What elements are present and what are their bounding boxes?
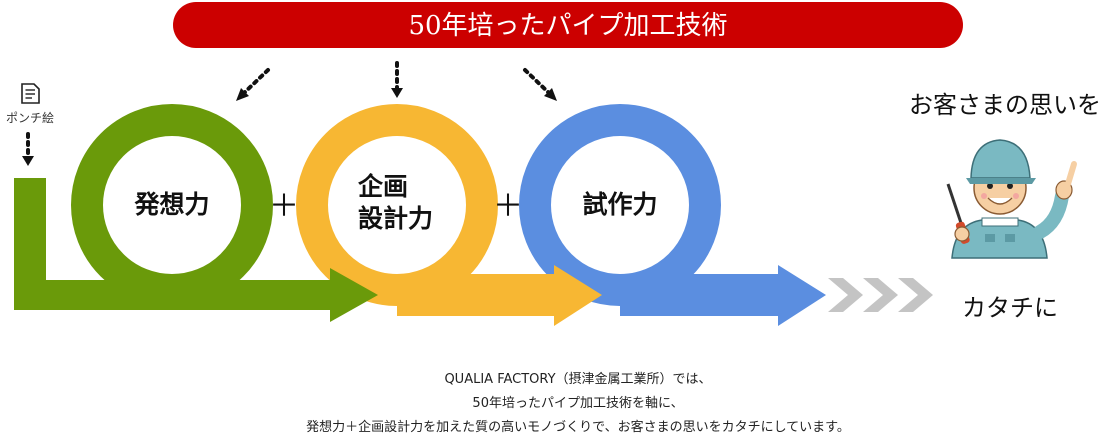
chevron-right-icon xyxy=(828,278,863,312)
arrow-yellow xyxy=(397,265,602,326)
arrow-blue xyxy=(620,265,826,326)
arrow-green xyxy=(14,178,378,322)
caption-line-1: QUALIA FACTORY（摂津金属工業所）では、 xyxy=(444,371,711,387)
chevrons xyxy=(828,278,933,312)
flow-yellow xyxy=(296,104,602,326)
dotted-arrow-to-ring-3 xyxy=(523,68,557,101)
caption-line-3: 発想力＋企画設計力を加えた質の高いモノづくりで、お客さまの思いをカタチにしていま… xyxy=(306,419,850,435)
caption: QUALIA FACTORY（摂津金属工業所）では、 50年培ったパイプ加工技術… xyxy=(306,371,850,435)
chevron-right-icon xyxy=(863,278,898,312)
flow-green xyxy=(14,104,378,322)
plus-sign-1: ＋ xyxy=(269,189,299,224)
banner-dotted-arrows xyxy=(236,61,557,101)
dotted-arrow-to-ring-1 xyxy=(236,68,270,101)
result-bottom-text: カタチに xyxy=(962,294,1058,322)
dotted-arrow-to-ring-2 xyxy=(391,61,403,98)
document-icon xyxy=(21,83,40,104)
screwdriver-icon xyxy=(946,183,964,227)
result-top-text: お客さまの思いを xyxy=(909,91,1101,119)
ring-label-kikaku-line-1: 企画 xyxy=(358,172,408,201)
worker-character-illustration xyxy=(946,139,1077,259)
banner-text: 50年培ったパイプ加工技術 xyxy=(408,11,727,41)
sketch-label: ポンチ絵 xyxy=(6,110,54,125)
chevron-right-icon xyxy=(898,278,933,312)
flow-blue xyxy=(519,104,826,326)
plus-sign-2: ＋ xyxy=(493,189,523,224)
ring-label-shisaku: 試作力 xyxy=(582,190,657,219)
skill-banner: 50年培ったパイプ加工技術 xyxy=(173,2,963,48)
banner-background xyxy=(173,2,963,48)
sketch-input: ポンチ絵 xyxy=(6,83,54,166)
ring-label-hassou: 発想力 xyxy=(133,190,209,219)
worker-cap xyxy=(970,139,1031,179)
dotted-arrow-down xyxy=(22,132,34,166)
ring-label-kikaku-line-2: 設計力 xyxy=(358,204,433,233)
caption-line-2: 50年培ったパイプ加工技術を軸に、 xyxy=(472,395,683,411)
